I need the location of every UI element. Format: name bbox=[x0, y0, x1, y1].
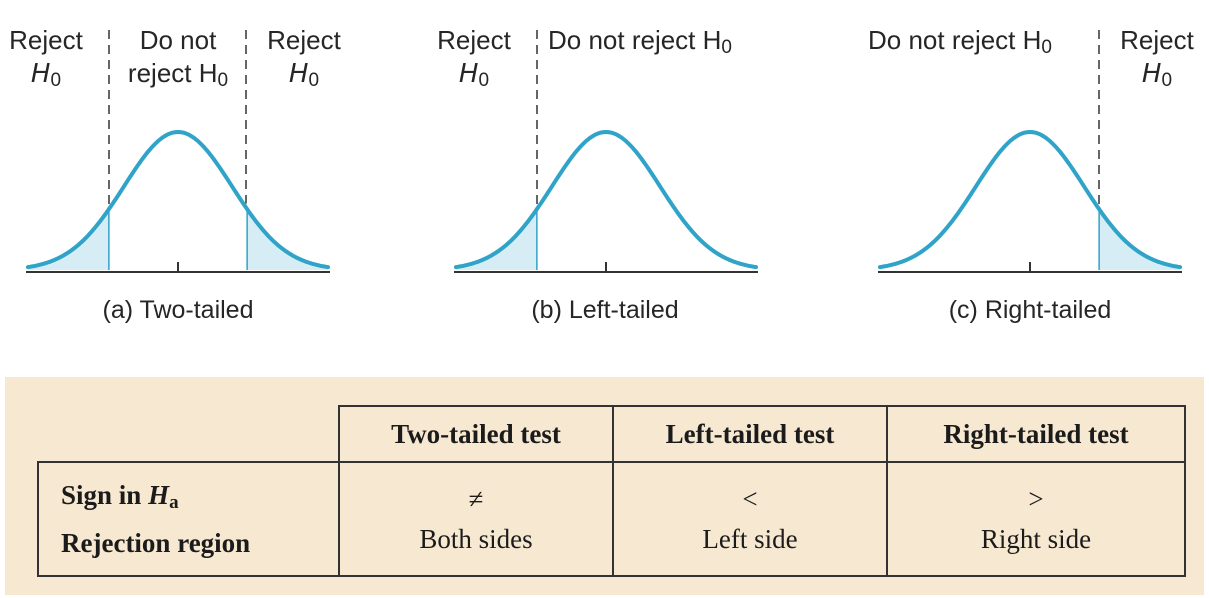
right-tailed-right-tail-area bbox=[1099, 209, 1180, 270]
left-tailed-left-tail-area bbox=[456, 209, 537, 270]
table-corner bbox=[38, 406, 339, 462]
header-two-tailed: Two-tailed test bbox=[338, 405, 614, 462]
summary-table-panel: Two-tailed test Left-tailed test Right-t… bbox=[5, 377, 1204, 595]
cell-left-tailed: < Left side bbox=[612, 461, 888, 577]
left-tailed-curve bbox=[454, 129, 758, 270]
right-tailed-reject-label: Reject H0 bbox=[1120, 25, 1194, 91]
sign-two-tailed: ≠ bbox=[468, 484, 484, 514]
summary-table: Two-tailed test Left-tailed test Right-t… bbox=[37, 405, 1186, 577]
left-tailed-middle-label: Do not reject H0 bbox=[548, 25, 732, 58]
header-right-tailed: Right-tailed test bbox=[886, 405, 1186, 462]
sign-left-tailed: < bbox=[742, 484, 758, 514]
left-tailed-reject-label: Reject H0 bbox=[437, 25, 511, 91]
row-labels: Sign in Ha Rejection region bbox=[37, 461, 340, 577]
two-tailed-caption: (a) Two-tailed bbox=[102, 296, 254, 324]
cell-right-tailed: > Right side bbox=[886, 461, 1186, 577]
right-tailed-middle-label: Do not reject H0 bbox=[868, 25, 1052, 58]
two-tailed-middle-label-line2: reject H bbox=[127, 58, 218, 88]
region-two-tailed: Both sides bbox=[419, 524, 533, 554]
region-right-tailed: Right side bbox=[980, 524, 1092, 554]
two-tailed-right-tail-area bbox=[247, 209, 328, 270]
right-tailed-curve bbox=[878, 129, 1182, 270]
right-tailed-caption: (c) Right-tailed bbox=[948, 296, 1112, 324]
two-tailed-left-reject-label: Reject H0 bbox=[9, 25, 83, 91]
left-tailed-caption: (b) Left-tailed bbox=[531, 296, 679, 324]
two-tailed-right-reject-label: Reject H0 bbox=[267, 25, 341, 91]
sign-right-tailed: > bbox=[1028, 484, 1044, 514]
header-left-tailed: Left-tailed test bbox=[612, 405, 888, 462]
cell-two-tailed: ≠ Both sides bbox=[338, 461, 614, 577]
rejection-region-label: Rejection region bbox=[61, 528, 251, 558]
two-tailed-middle-label: Do not reject H0 bbox=[127, 25, 229, 91]
table-header-row: Two-tailed test Left-tailed test Right-t… bbox=[38, 405, 1186, 462]
distribution-curves bbox=[26, 30, 1182, 273]
table-row: Sign in Ha Rejection region ≠ Both sides… bbox=[37, 461, 1186, 577]
two-tailed-curve bbox=[26, 129, 330, 270]
region-left-tailed: Left side bbox=[702, 524, 798, 554]
two-tailed-left-tail-area bbox=[28, 209, 109, 270]
